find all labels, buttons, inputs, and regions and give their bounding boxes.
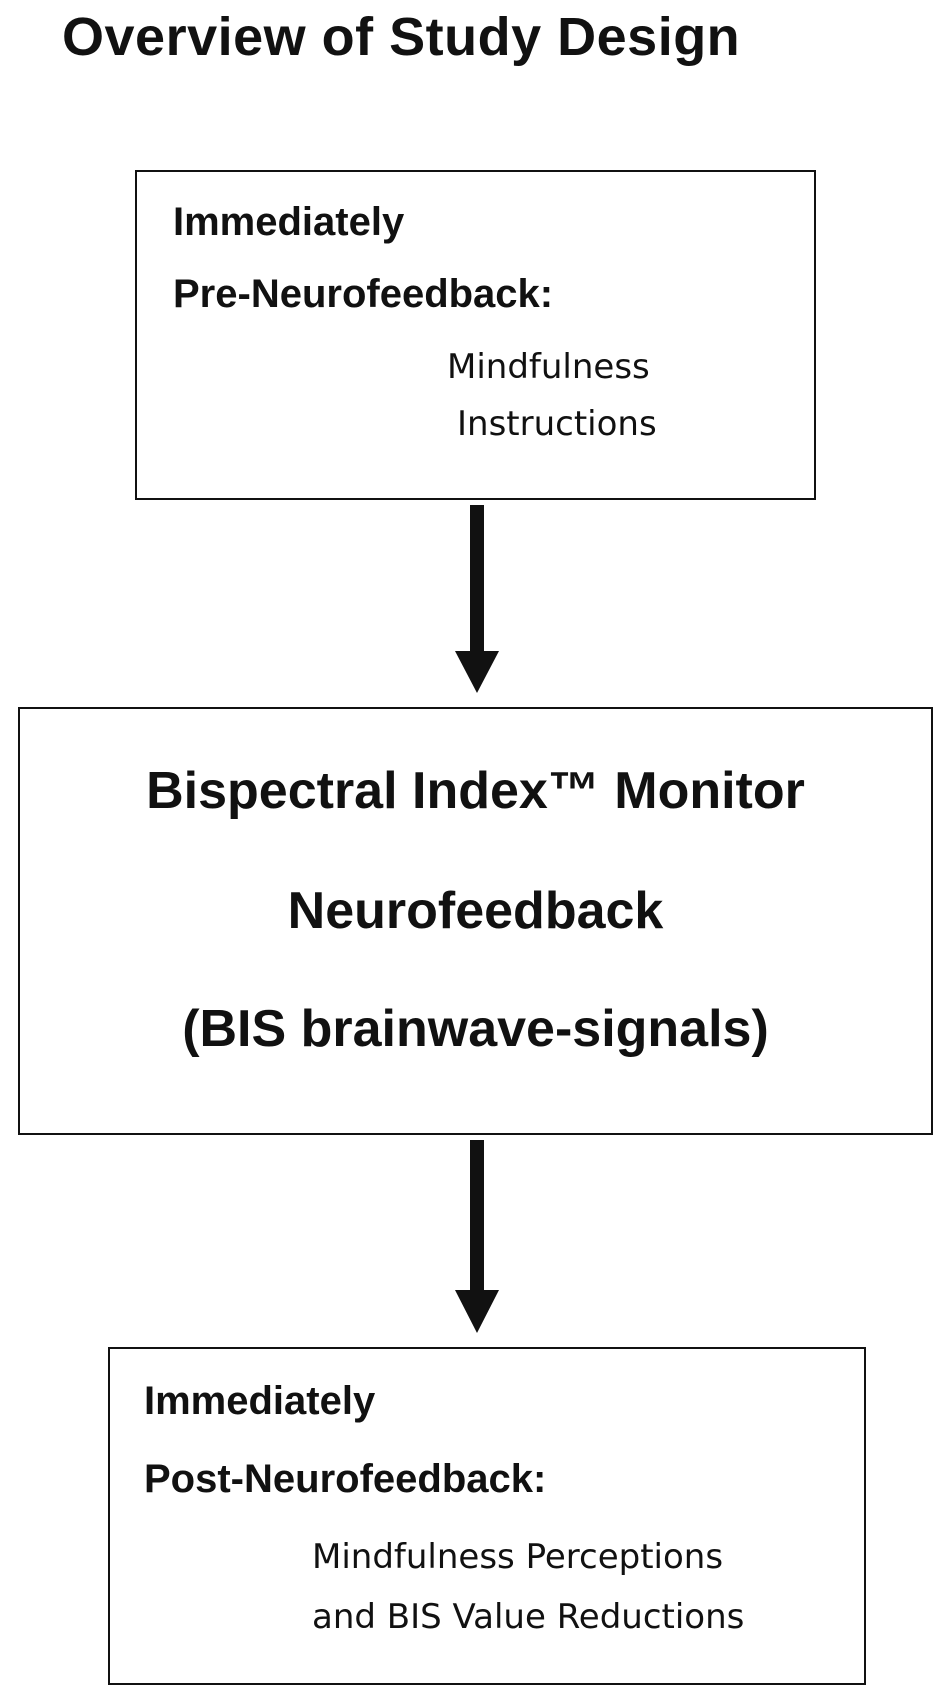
bis-monitor-neurofeedback-box: Bispectral Index™ Monitor Neurofeedback …: [18, 707, 933, 1135]
post-neurofeedback-box: Immediately Post-Neurofeedback: Mindfuln…: [108, 1347, 866, 1685]
pre-neurofeedback-box: Immediately Pre-Neurofeedback: Mindfulne…: [135, 170, 816, 500]
post-box-detail-line2: and BIS Value Reductions: [312, 1597, 745, 1637]
main-box-line2: Neurofeedback: [287, 882, 664, 940]
pre-box-detail-line2: Instructions: [457, 404, 657, 444]
pre-box-heading-line2: Pre-Neurofeedback:: [173, 272, 554, 316]
post-box-detail-line1: Mindfulness Perceptions: [312, 1537, 724, 1577]
post-box-heading-line2: Post-Neurofeedback:: [144, 1457, 547, 1501]
main-box-line3: (BIS brainwave-signals): [182, 1000, 769, 1058]
arrow-down-1: [455, 505, 499, 693]
arrow-down-2: [455, 1140, 499, 1333]
pre-box-detail-line1: Mindfulness: [447, 347, 650, 387]
arrow-2-head: [455, 1290, 499, 1333]
post-box-heading-line1: Immediately: [144, 1379, 376, 1423]
arrow-1-head: [455, 651, 499, 693]
main-box-line1: Bispectral Index™ Monitor: [146, 762, 805, 820]
diagram-title: Overview of Study Design: [62, 7, 741, 67]
pre-box-heading-line1: Immediately: [173, 200, 405, 244]
